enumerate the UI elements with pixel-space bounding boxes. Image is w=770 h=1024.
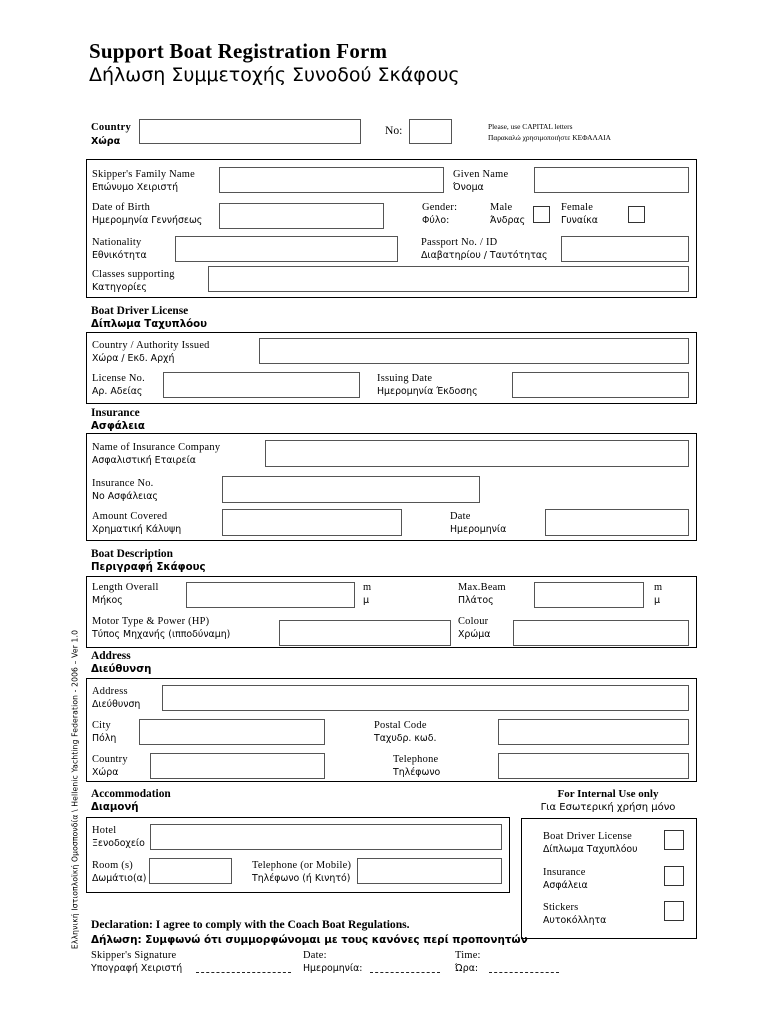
address-street-input[interactable]	[162, 685, 689, 711]
license-number-input[interactable]	[163, 372, 360, 398]
given-name-input[interactable]	[534, 167, 689, 193]
nationality-label: Nationality Εθνικότητα	[92, 237, 147, 262]
gender-male-label: Male Άνδρας	[490, 202, 526, 227]
accommodation-rooms-label: Room (s) Δωμάτιο(α)	[92, 860, 147, 885]
page-title-greek: Δήλωση Συμμετοχής Συνοδού Σκάφους	[89, 64, 460, 86]
accommodation-telephone-label: Telephone (or Mobile) Τηλέφωνο (ή Κινητό…	[252, 860, 352, 885]
accommodation-hotel-input[interactable]	[150, 824, 502, 850]
boat-length-label: Length Overall Μήκος	[92, 582, 159, 607]
insurance-frame	[86, 433, 697, 541]
insurance-amount-input[interactable]	[222, 509, 402, 536]
internal-use-license-label: Boat Driver License Δίπλωμα Ταχυπλόου	[543, 831, 638, 856]
family-name-input[interactable]	[219, 167, 444, 193]
federation-credit: Ελληνική Ιστιοπλοϊκή Ομοσπονδία \ Hellen…	[70, 629, 80, 950]
declaration-date-line[interactable]	[370, 972, 440, 973]
boat-beam-input[interactable]	[534, 582, 644, 608]
boat-colour-input[interactable]	[513, 620, 689, 646]
given-name-label: Given Name Όνομα	[453, 169, 509, 194]
declaration-signature-line[interactable]	[196, 972, 291, 973]
insurance-amount-label: Amount Covered Χρηματική Κάλυψη	[92, 511, 182, 536]
declaration-signature-label: Skipper's Signature Υπογραφή Χειριστή	[91, 950, 183, 975]
gender-male-checkbox[interactable]	[533, 206, 550, 223]
date-of-birth-label: Date of Birth Ημερομηνία Γεννήσεως	[92, 202, 203, 227]
internal-use-stickers-checkbox[interactable]	[664, 901, 684, 921]
boat-motor-label: Motor Type & Power (HP) Τύπος Μηχανής (ι…	[92, 616, 231, 641]
insurance-company-label: Name of Insurance Company Ασφαλιστική Ετ…	[92, 442, 221, 467]
address-telephone-input[interactable]	[498, 753, 689, 779]
insurance-date-input[interactable]	[545, 509, 689, 536]
insurance-company-input[interactable]	[265, 440, 689, 467]
page-title-english: Support Boat Registration Form	[89, 39, 388, 63]
boat-motor-input[interactable]	[279, 620, 451, 646]
declaration-time-line[interactable]	[489, 972, 559, 973]
accommodation-frame	[86, 817, 510, 893]
country-input[interactable]	[139, 119, 361, 144]
passport-input[interactable]	[561, 236, 689, 262]
internal-use-insurance-checkbox[interactable]	[664, 866, 684, 886]
address-telephone-label: Telephone Τηλέφωνο	[393, 754, 441, 779]
insurance-number-input[interactable]	[222, 476, 480, 503]
license-authority-input[interactable]	[259, 338, 689, 364]
declaration-time-label: Time: Ώρα:	[455, 950, 481, 975]
nationality-input[interactable]	[175, 236, 398, 262]
license-issuing-date-label: Issuing Date Ημερομηνία Έκδοσης	[377, 373, 478, 398]
gender-label: Gender: Φύλο:	[422, 202, 458, 227]
declaration-text-english: Declaration: I agree to comply with the …	[91, 918, 410, 931]
address-city-input[interactable]	[139, 719, 325, 745]
license-frame	[86, 332, 697, 404]
country-label: Country Χώρα	[91, 122, 132, 147]
license-issuing-date-input[interactable]	[512, 372, 689, 398]
boat-section-heading: Boat Description Περιγραφή Σκάφους	[91, 548, 206, 574]
insurance-date-label: Date Ημερομηνία	[450, 511, 507, 536]
address-street-label: Address Διεύθυνση	[92, 686, 141, 711]
accommodation-rooms-input[interactable]	[149, 858, 232, 884]
address-country-input[interactable]	[150, 753, 325, 779]
family-name-label: Skipper's Family Name Επώνυμο Χειριστή	[92, 169, 195, 194]
passport-label: Passport No. / ID Διαβατηρίου / Ταυτότητ…	[421, 237, 548, 262]
personal-details-frame	[86, 159, 697, 298]
address-postal-code-label: Postal Code Ταχυδρ. κωδ.	[374, 720, 437, 745]
date-of-birth-input[interactable]	[219, 203, 384, 229]
address-frame	[86, 678, 697, 782]
capital-letters-hint: Please, use CAPITAL letters Παρακαλώ χρη…	[488, 122, 611, 143]
internal-use-license-checkbox[interactable]	[664, 830, 684, 850]
boat-beam-unit: m μ	[654, 582, 663, 607]
license-section-heading: Boat Driver License Δίπλωμα Ταχυπλόου	[91, 305, 208, 331]
gender-female-checkbox[interactable]	[628, 206, 645, 223]
boat-beam-label: Max.Beam Πλάτος	[458, 582, 506, 607]
boat-colour-label: Colour Χρώμα	[458, 616, 491, 641]
internal-use-title: For Internal Use only Για Εσωτερική χρήσ…	[540, 788, 676, 813]
accommodation-telephone-input[interactable]	[357, 858, 502, 884]
boat-frame	[86, 576, 697, 648]
declaration-date-label: Date: Ημερομηνία:	[303, 950, 363, 975]
insurance-section-heading: Insurance Ασφάλεια	[91, 407, 145, 433]
internal-use-stickers-label: Stickers Αυτοκόλλητα	[543, 902, 607, 927]
license-number-label: License No. Αρ. Αδείας	[92, 373, 145, 398]
classes-supporting-label: Classes supporting Κατηγορίες	[92, 269, 175, 294]
declaration-text-greek: Δήλωση: Συμφωνώ ότι συμμορφώνομαι με του…	[91, 934, 528, 946]
address-section-heading: Address Διεύθυνση	[91, 650, 152, 676]
address-postal-code-input[interactable]	[498, 719, 689, 745]
accommodation-hotel-label: Hotel Ξενοδοχείο	[92, 825, 145, 850]
address-country-label: Country Χώρα	[92, 754, 128, 779]
boat-length-unit: m μ	[363, 582, 372, 607]
classes-supporting-input[interactable]	[208, 266, 689, 292]
internal-use-insurance-label: Insurance Ασφάλεια	[543, 867, 588, 892]
number-input[interactable]	[409, 119, 452, 144]
address-city-label: City Πόλη	[92, 720, 117, 745]
gender-female-label: Female Γυναίκα	[561, 202, 598, 227]
boat-length-input[interactable]	[186, 582, 355, 608]
internal-use-frame	[521, 818, 697, 939]
license-authority-label: Country / Authority Issued Χώρα / Εκδ. Α…	[92, 340, 210, 365]
insurance-number-label: Insurance No. Νο Ασφάλειας	[92, 478, 158, 503]
accommodation-section-heading: Accommodation Διαμονή	[91, 788, 171, 814]
number-label: No:	[385, 124, 403, 137]
